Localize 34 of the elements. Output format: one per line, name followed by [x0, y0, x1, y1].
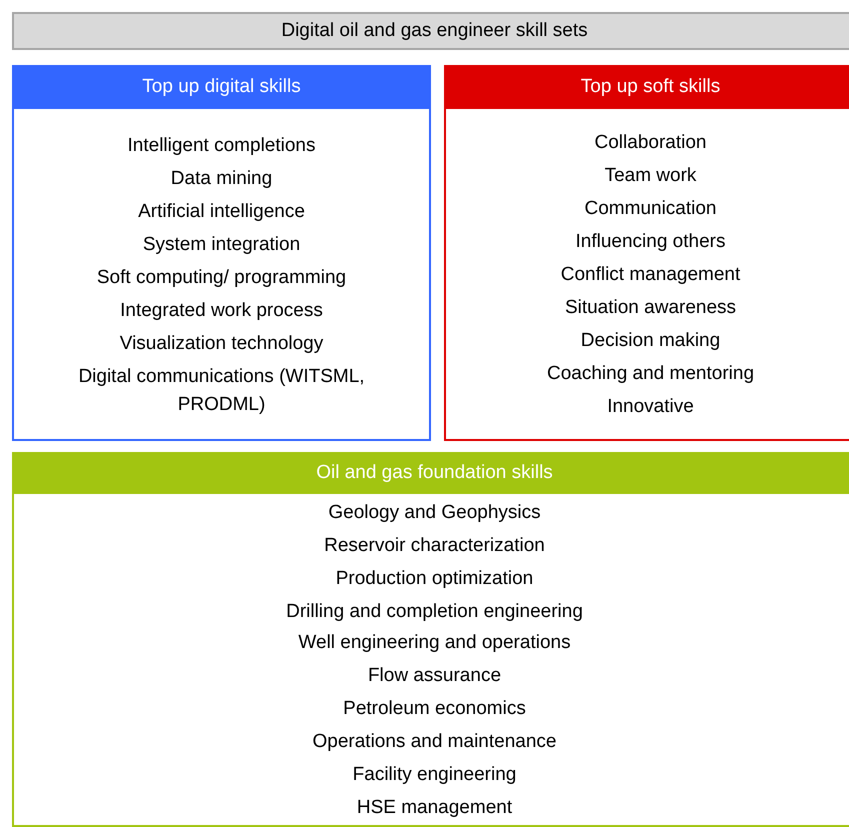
- skill-item: Coaching and mentoring: [546, 362, 754, 386]
- panel-heading: Oil and gas foundation skills: [12, 452, 849, 494]
- skill-item: Reservoir characterization: [324, 534, 545, 558]
- skill-item: System integration: [142, 233, 300, 257]
- panel-heading: Top up soft skills: [444, 65, 849, 109]
- skill-item: Collaboration: [594, 131, 706, 155]
- skill-item: Data mining: [170, 167, 272, 191]
- skill-item: Petroleum economics: [343, 697, 526, 721]
- skill-item: Digital communications (WITSML, PRODML): [77, 365, 366, 417]
- skill-item: Geology and Geophysics: [328, 501, 541, 525]
- skill-item: Integrated work process: [120, 299, 323, 323]
- soft-skills-panel: [444, 65, 849, 441]
- skill-item: Facility engineering: [352, 763, 516, 787]
- skill-item: Situation awareness: [564, 296, 736, 320]
- skill-item: Influencing others: [576, 230, 726, 254]
- skill-item: Team work: [604, 164, 696, 188]
- skill-item: Operations and maintenance: [312, 730, 556, 754]
- skill-item: Conflict management: [560, 263, 740, 287]
- skill-item: Production optimization: [336, 567, 534, 591]
- skill-item: HSE management: [356, 796, 512, 820]
- skill-item: Visualization technology: [120, 332, 324, 356]
- foundation-skills-panel: [12, 452, 849, 827]
- skill-item: Communication: [584, 197, 716, 221]
- skill-item: Well engineering and operations: [298, 631, 571, 655]
- skill-item: Intelligent completions: [128, 134, 316, 158]
- skill-item: Decision making: [580, 329, 720, 353]
- digital-skills-panel: [12, 65, 431, 441]
- panel-heading: Top up digital skills: [12, 65, 431, 109]
- skill-item: Innovative: [607, 395, 694, 419]
- skill-item: Artificial intelligence: [138, 200, 305, 224]
- skill-item: Flow assurance: [368, 664, 502, 688]
- skill-item: Soft computing/ programming: [96, 266, 346, 290]
- title-bar: Digital oil and gas engineer skill sets: [12, 12, 849, 50]
- skill-item: Drilling and completion engineering: [286, 600, 583, 624]
